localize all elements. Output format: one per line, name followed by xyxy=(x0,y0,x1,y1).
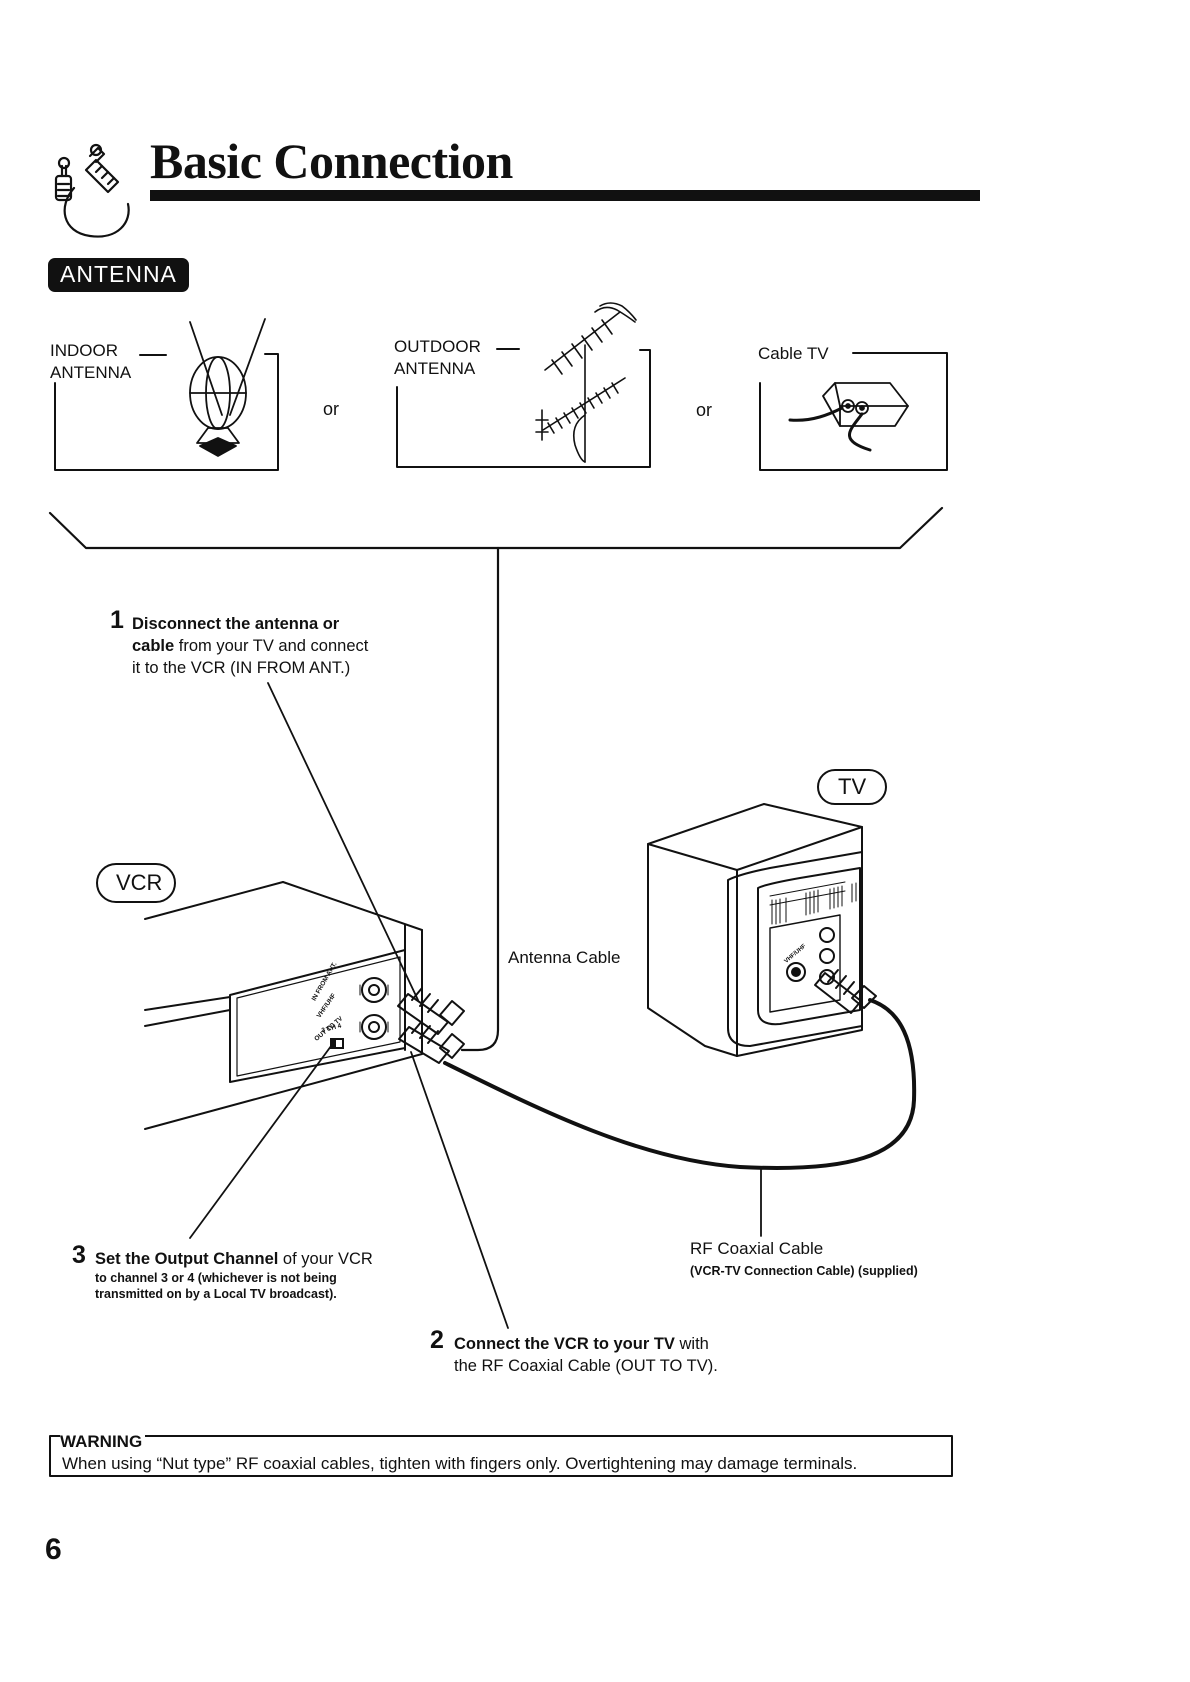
source-bracket xyxy=(48,506,944,1052)
tv-label: TV xyxy=(838,774,867,799)
tv-tag xyxy=(817,769,887,805)
or-separator-2: or xyxy=(696,400,713,420)
tv-panel-labels: VHF/UHF xyxy=(784,943,808,965)
cable-tv-box xyxy=(759,352,948,471)
indoor-label-line2: ANTENNA xyxy=(50,363,132,382)
indoor-antenna-box xyxy=(54,353,279,471)
step-2-number: 2 xyxy=(430,1326,444,1354)
indoor-antenna-icon xyxy=(189,318,266,457)
step-3-line1-bold: Set the Output Channel xyxy=(95,1250,279,1268)
leader-lines xyxy=(189,682,762,1329)
indoor-label-line1: INDOOR xyxy=(50,341,118,360)
outdoor-label-line2: ANTENNA xyxy=(394,359,476,378)
step-2-text: Connect the VCR to your TV with the RF C… xyxy=(454,1333,718,1377)
step-1-line2-bold: cable xyxy=(132,637,175,655)
cable-plug-icon xyxy=(54,143,130,238)
vcr-illustration xyxy=(144,881,465,1130)
tv-panel-vhf-uhf: VHF/UHF xyxy=(784,943,808,965)
step-1-line1: Disconnect the antenna or xyxy=(132,615,340,633)
outdoor-label-line1: OUTDOOR xyxy=(394,337,481,356)
warning-box xyxy=(49,1435,953,1477)
or-separator-1: or xyxy=(323,399,340,419)
antenna-section-tag: ANTENNA xyxy=(48,258,189,292)
step-2-line1-rest: with xyxy=(674,1335,709,1353)
page-title: Basic Connection xyxy=(150,133,513,189)
step-3-line1-rest: of your VCR xyxy=(278,1250,373,1268)
rf-coaxial-cable-note: (VCR-TV Connection Cable) (supplied) xyxy=(690,1264,918,1278)
step-2-line2: the RF Coaxial Cable (OUT TO TV). xyxy=(454,1357,718,1375)
warning-text: When using “Nut type” RF coaxial cables,… xyxy=(62,1454,858,1473)
antenna-cable-label: Antenna Cable xyxy=(508,948,621,967)
step-2-line1-bold: Connect the VCR to your TV xyxy=(454,1335,675,1353)
vcr-tag xyxy=(96,863,176,903)
page-number: 6 xyxy=(45,1533,62,1566)
vcr-panel-channel: 3 CH 4 xyxy=(321,1022,343,1034)
step-3-line2: to channel 3 or 4 (whichever is not bein… xyxy=(95,1271,337,1285)
step-3-text: Set the Output Channel of your VCR to ch… xyxy=(95,1248,373,1302)
warning-title: WARNING xyxy=(60,1432,146,1452)
step-1-line3: it to the VCR (IN FROM ANT.) xyxy=(132,659,351,677)
cable-tv-label: Cable TV xyxy=(758,344,829,363)
step-3-number: 3 xyxy=(72,1241,86,1269)
title-rule xyxy=(150,190,980,201)
step-1-number: 1 xyxy=(110,606,124,634)
step-3-line3: transmitted on by a Local TV broadcast). xyxy=(95,1287,337,1301)
vcr-label: VCR xyxy=(116,870,163,895)
rf-coaxial-cable-line xyxy=(443,998,917,1171)
outdoor-antenna-label: OUTDOOR ANTENNA xyxy=(394,336,481,380)
outdoor-antenna-icon xyxy=(535,302,637,463)
indoor-antenna-label: INDOOR ANTENNA xyxy=(50,340,131,384)
step-1-line2-rest: from your TV and connect xyxy=(174,637,369,655)
step-1-text: Disconnect the antenna or cable from you… xyxy=(132,613,368,679)
tv-illustration xyxy=(647,803,877,1057)
cable-tv-box-icon xyxy=(788,382,909,452)
outdoor-antenna-box xyxy=(396,348,651,468)
rf-coaxial-cable-label: RF Coaxial Cable xyxy=(690,1239,824,1258)
